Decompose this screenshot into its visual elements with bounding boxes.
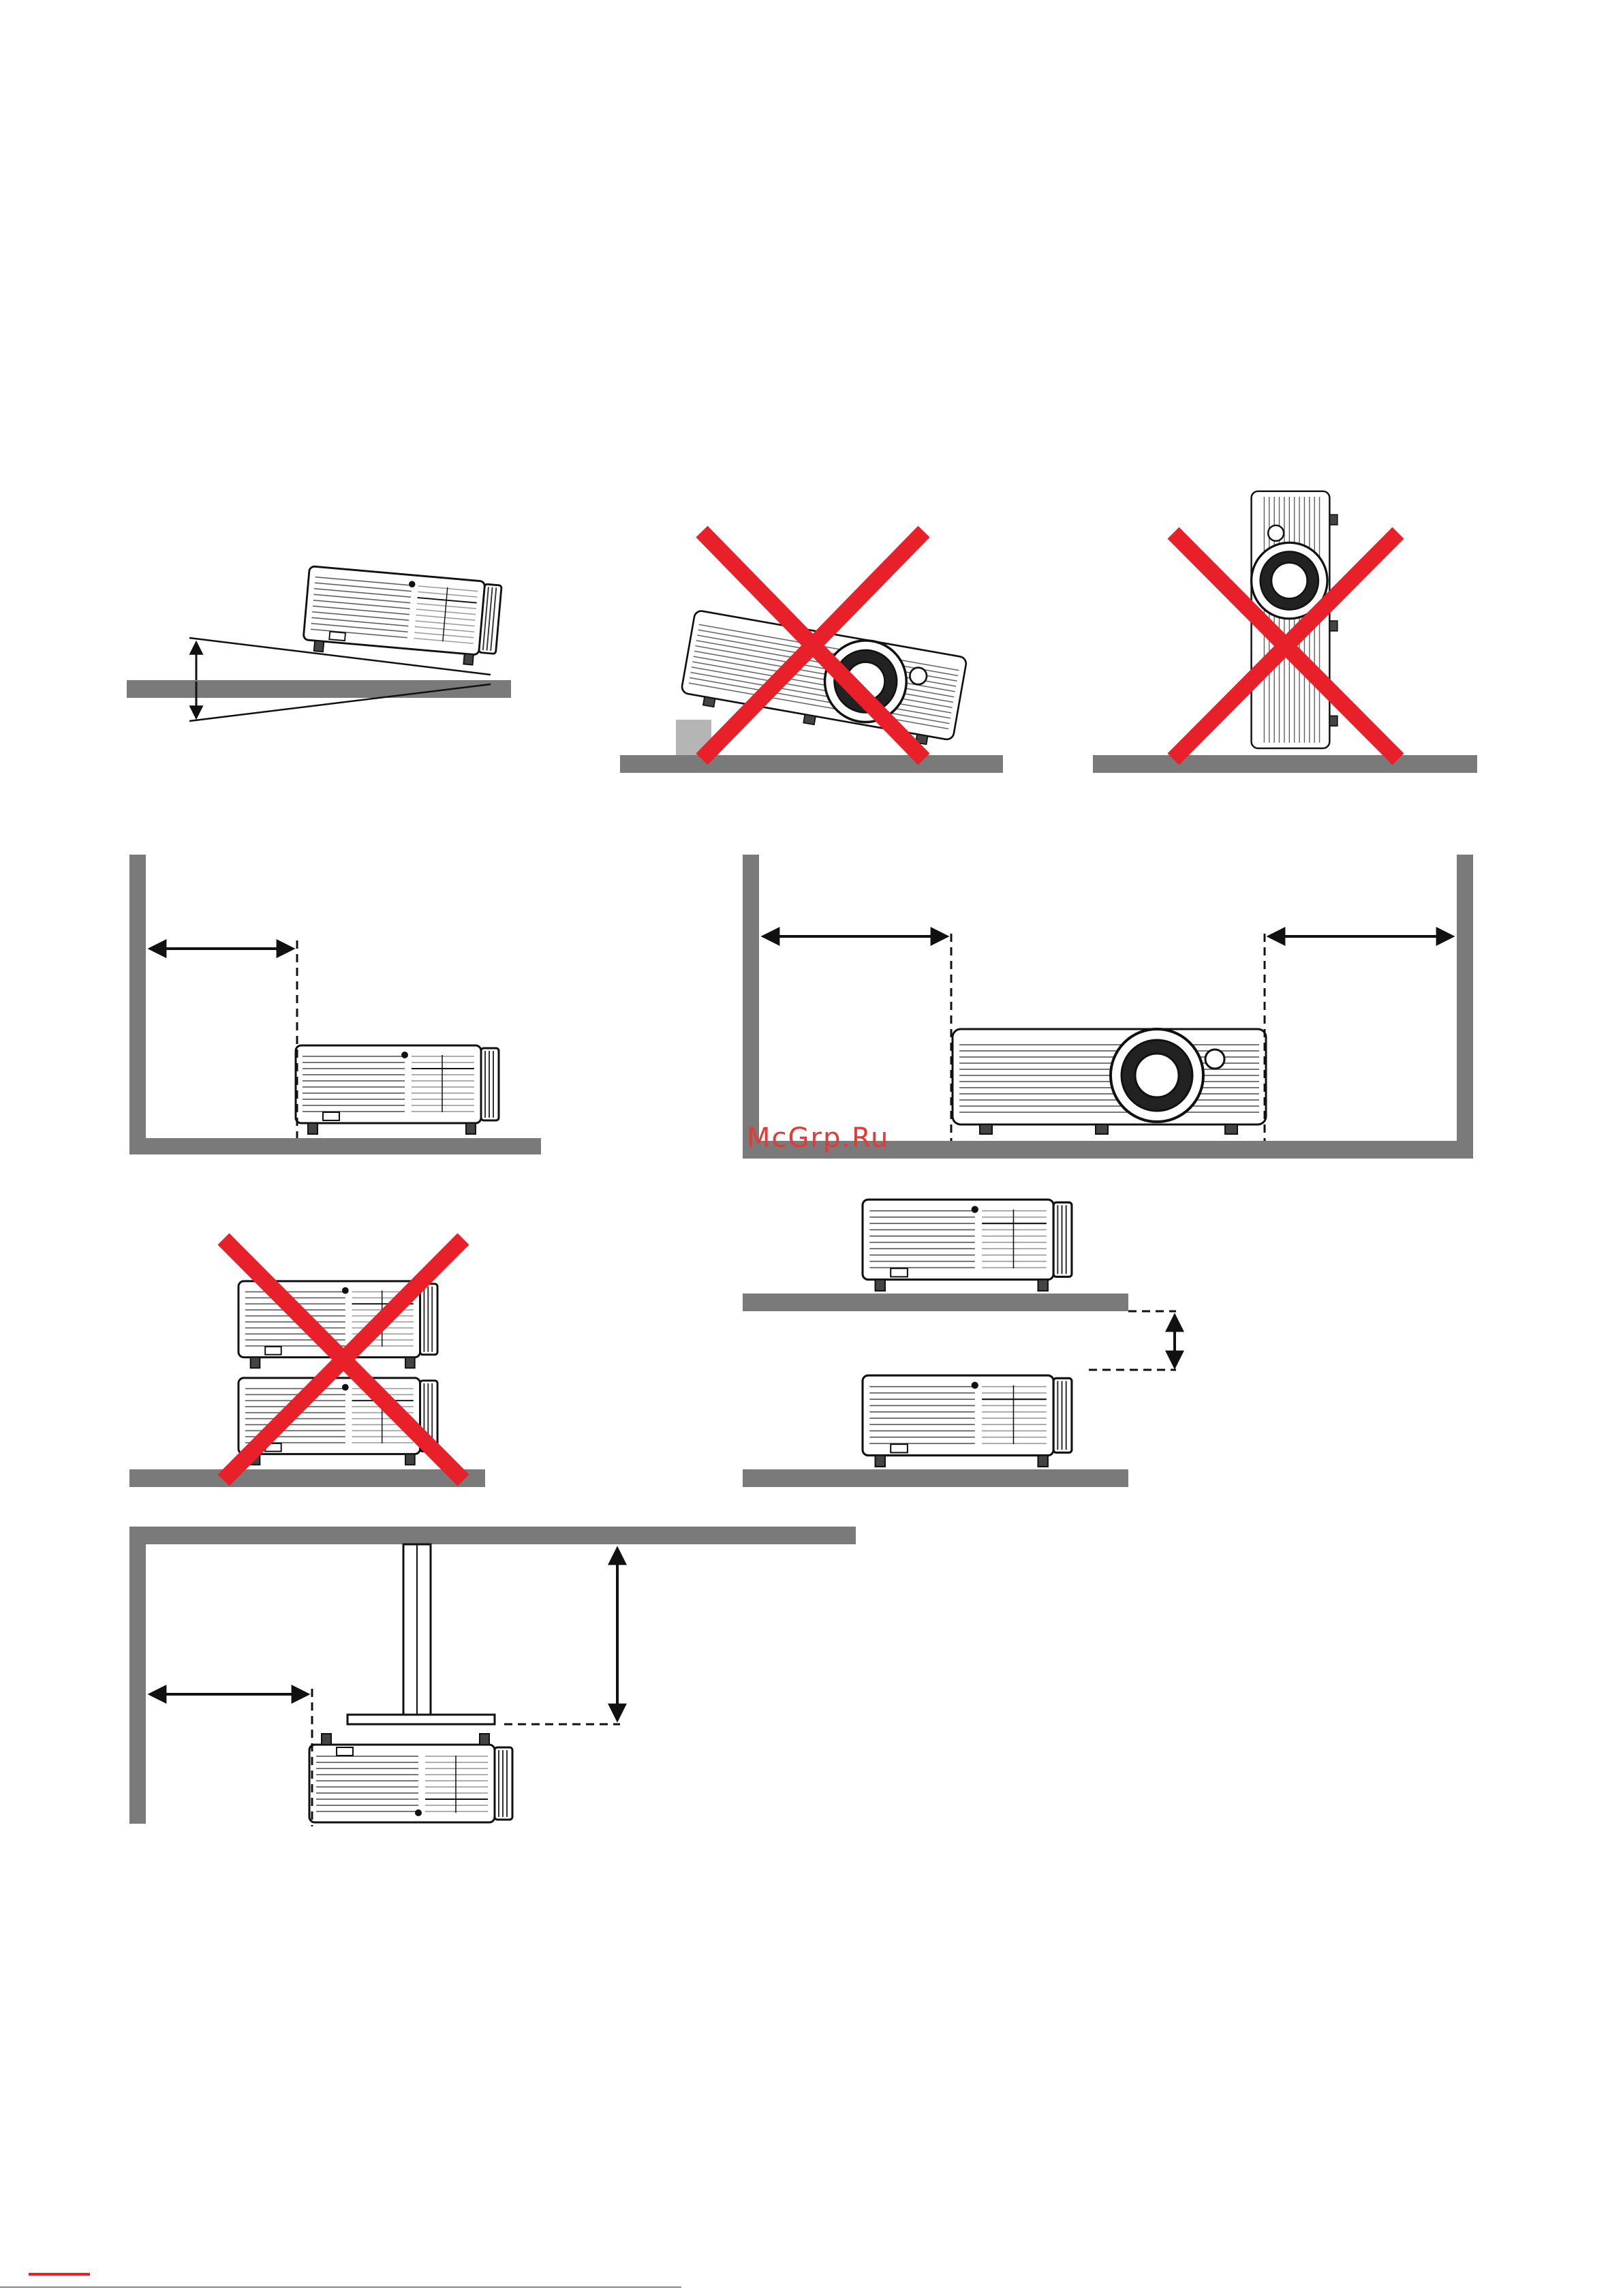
floor-slab [129,1469,485,1487]
wall [129,1527,146,1824]
page-marker [29,2273,90,2276]
projector-lower [863,1375,1072,1467]
projector-upper [863,1199,1072,1291]
projector-side [296,1045,499,1134]
figure-stacked [129,1239,485,1487]
projector-inverted [309,1734,512,1822]
figure-rear-clearance [129,855,541,1154]
ceiling [129,1527,856,1544]
watermark-text: McGrp.Ru [747,1122,889,1154]
shelf-lower [743,1469,1128,1487]
floor-slab [1093,755,1477,773]
figure-side-clearance [743,855,1473,1159]
figure-ceiling-mount [129,1527,856,1826]
projector-side [303,566,502,667]
footer-rule [0,2286,681,2288]
figure-tilt-on-block [620,532,1003,773]
shelf-upper [743,1294,1128,1311]
floor-slab [620,755,1003,773]
figure-vertical [1093,491,1477,773]
mount-plate [347,1715,495,1724]
wall-right [1457,855,1473,1159]
wall [129,855,146,1154]
figure-tilt [127,566,511,721]
figure-shelf-spacing [743,1199,1176,1487]
wall-left [743,855,759,1159]
projector-front [953,1029,1266,1134]
floor-slab [129,1138,541,1154]
